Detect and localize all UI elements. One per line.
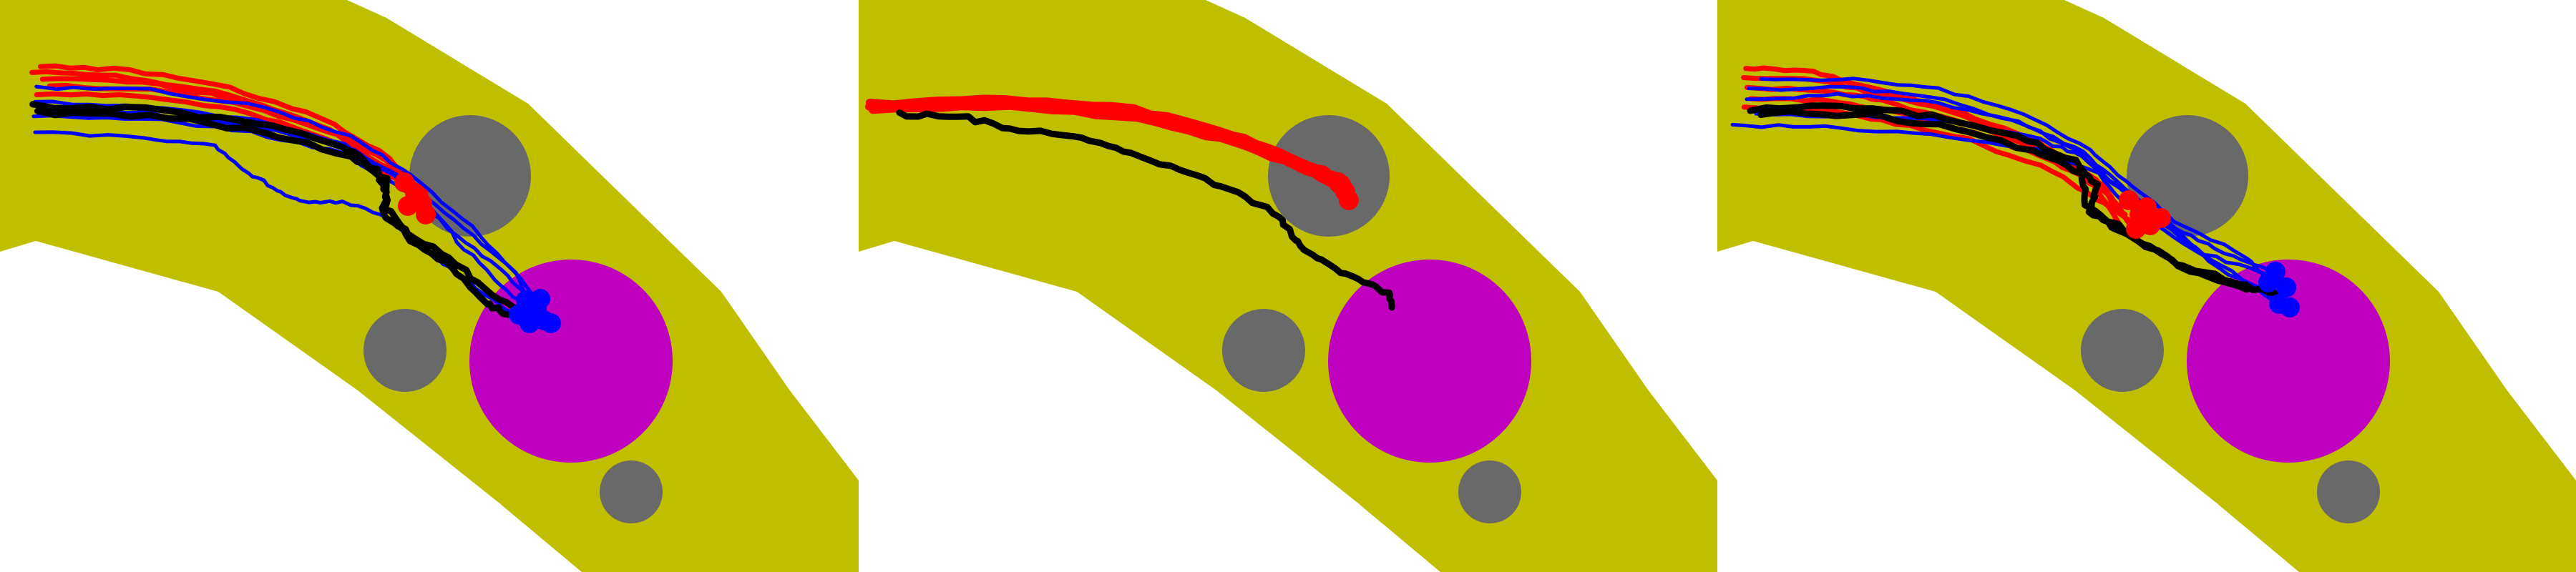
goal-region xyxy=(469,260,673,463)
red-endpoint-marker-6 xyxy=(409,187,429,207)
panel-3 xyxy=(1717,0,2576,572)
obstacle-2 xyxy=(1222,309,1305,392)
blue-trajectory-4 xyxy=(34,84,553,324)
panel-1 xyxy=(0,0,859,572)
black-trajectory-2 xyxy=(1757,108,2250,293)
obstacle-2 xyxy=(364,309,447,392)
corridor-region xyxy=(859,0,1717,572)
red-trajectory-2 xyxy=(869,102,1353,197)
red-endpoint-marker-4 xyxy=(2126,219,2146,239)
blue-endpoint-marker-2 xyxy=(2276,277,2296,297)
black-trajectory-1 xyxy=(896,109,1395,311)
corridor-region xyxy=(0,0,859,572)
red-endpoint-marker-5 xyxy=(2137,197,2157,217)
blue-trajectory-5 xyxy=(1759,77,2270,285)
obstacle-3 xyxy=(2317,460,2380,523)
blue-endpoint-marker-4 xyxy=(2258,272,2278,292)
obstacle-2 xyxy=(2081,309,2164,392)
red-endpoint-marker-1 xyxy=(2119,190,2139,210)
blue-endpoint-marker-6 xyxy=(530,289,550,309)
panel-2 xyxy=(859,0,1717,572)
red-endpoint-marker-4 xyxy=(1332,176,1352,196)
red-endpoint-marker-6 xyxy=(2151,208,2171,228)
red-endpoint-marker-5 xyxy=(416,204,436,225)
blue-endpoint-marker-7 xyxy=(541,313,561,333)
red-trajectory-3 xyxy=(865,94,1350,184)
blue-endpoint-marker-5 xyxy=(2280,297,2300,317)
blue-endpoint-marker-5 xyxy=(509,305,529,325)
goal-region xyxy=(1328,260,1531,463)
blue-trajectory-4 xyxy=(1747,84,2281,310)
black-trajectory-2 xyxy=(34,107,512,318)
obstacle-3 xyxy=(600,460,663,523)
obstacle-3 xyxy=(1458,460,1521,523)
goal-region xyxy=(2187,260,2390,463)
